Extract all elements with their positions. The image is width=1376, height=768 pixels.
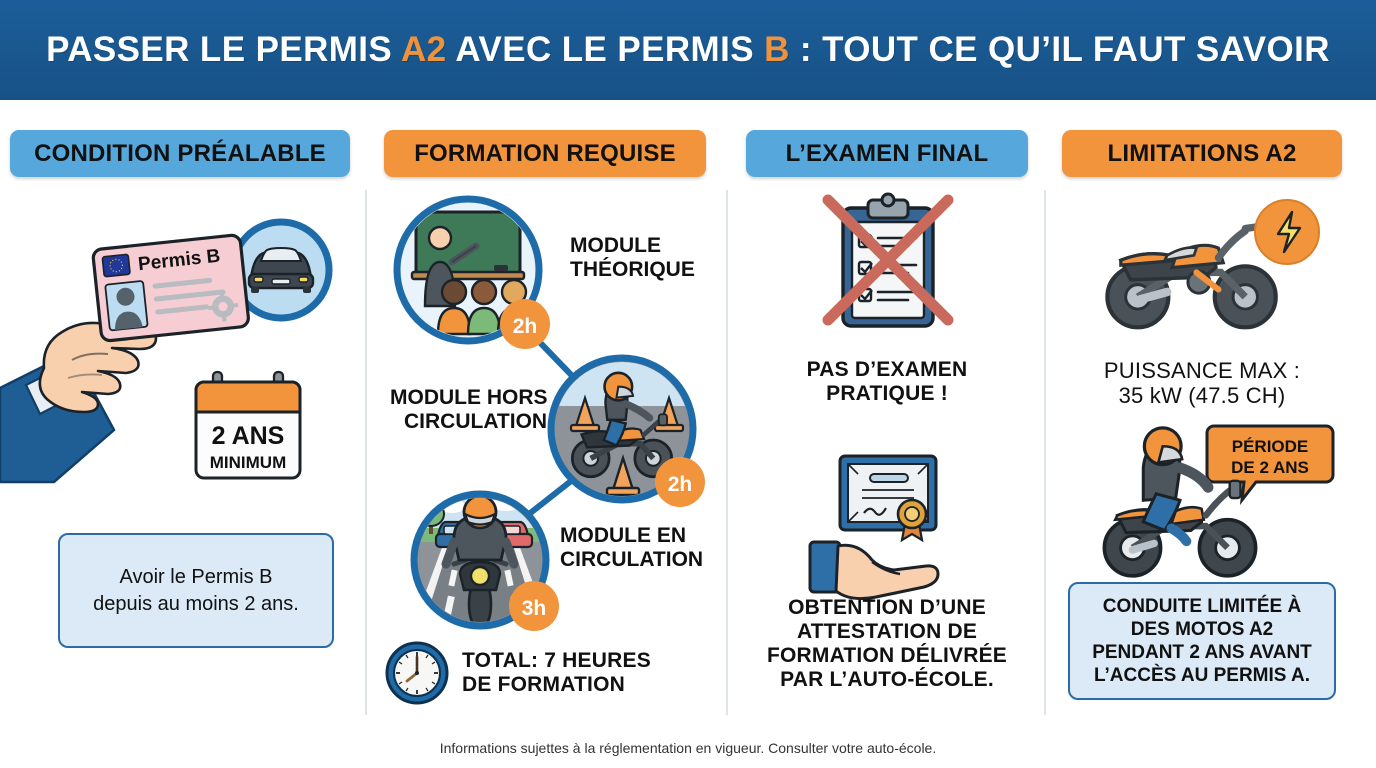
column-condition-prealable: CONDITION PRÉALABLE — [0, 130, 350, 730]
no-practical-exam-caption: PAS D’EXAMEN PRATIQUE ! — [746, 358, 1028, 406]
no-practical-exam-illustration — [746, 188, 1028, 348]
heading-examen-final: L’EXAMEN FINAL — [746, 130, 1028, 177]
rider-period-illustration: PÉRIODE DE 2 ANS — [1062, 420, 1342, 580]
limitations-note-line1: CONDUITE LIMITÉE À — [1102, 595, 1302, 617]
heading-condition-prealable: CONDITION PRÉALABLE — [10, 130, 350, 177]
badge-3h-en-circulation — [509, 581, 559, 631]
motorcycle-front-view — [441, 498, 519, 622]
title-segment-2: AVEC LE PERMIS — [446, 30, 765, 69]
condition-illustration: Permis B — [0, 192, 350, 484]
cross-out-icon — [822, 194, 954, 326]
module-hors-circulation-label-1: MODULE HORS — [390, 386, 548, 409]
column-limitations-a2: LIMITATIONS A2 — [1062, 130, 1342, 730]
badge-2h-hors-circulation — [655, 457, 705, 507]
column-divider-1 — [365, 190, 367, 715]
heading-limitations-a2: LIMITATIONS A2 — [1062, 130, 1342, 177]
examen-caption2-line1: OBTENTION D’UNE — [788, 596, 986, 619]
badge-3h-en-circulation-label: 3h — [522, 597, 547, 620]
page-header: PASSER LE PERMIS A2 AVEC LE PERMIS B : T… — [0, 0, 1376, 100]
card-gear-icon — [207, 291, 239, 322]
limitations-note-line4: L’ACCÈS AU PERMIS A. — [1093, 665, 1311, 687]
bubble-line1: PÉRIODE — [1232, 437, 1309, 456]
examen-caption1-line1: PAS D’EXAMEN — [806, 358, 968, 381]
condition-note-line2: depuis au moins 2 ans. — [93, 592, 299, 615]
page-title: PASSER LE PERMIS A2 AVEC LE PERMIS B : T… — [46, 30, 1330, 70]
formation-total-line1: TOTAL: 7 HEURES — [462, 648, 651, 672]
badge-2h-hors-circulation-label: 2h — [668, 473, 693, 496]
car-icon — [247, 246, 315, 293]
module-theorique-label-1: MODULE — [570, 234, 661, 257]
limitations-note-line3: PENDANT 2 ANS AVANT — [1092, 642, 1312, 663]
heading-formation-requise: FORMATION REQUISE — [384, 130, 706, 177]
examen-caption1-line2: PRATIQUE ! — [826, 382, 948, 406]
eu-flag-icon — [101, 253, 131, 278]
power-motorcycle-illustration — [1062, 188, 1342, 333]
seal-icon — [896, 498, 928, 543]
footer-disclaimer: Informations sujettes à la réglementatio… — [439, 740, 937, 756]
module-hors-circulation-label-2: CIRCULATION — [404, 410, 547, 433]
power-badge-icon — [1254, 199, 1320, 265]
examen-caption2-line2: ATTESTATION DE — [796, 620, 978, 644]
power-caption: PUISSANCE MAX : 35 kW (47.5 CH) — [1062, 358, 1342, 409]
power-line1: PUISSANCE MAX : — [1103, 358, 1301, 383]
examen-caption2-line3: FORMATION DÉLIVRÉE — [766, 644, 1008, 668]
permis-b-card: Permis B — [91, 233, 250, 343]
badge-2h-theorique-label: 2h — [513, 315, 538, 338]
module-en-circulation-label-2: CIRCULATION — [560, 548, 703, 571]
title-segment-1: PASSER LE PERMIS — [46, 30, 401, 69]
limitations-note-line2: DES MOTOS A2 — [1130, 618, 1274, 640]
certificate-illustration — [746, 450, 1028, 600]
condition-note-line1: Avoir le Permis B — [119, 565, 273, 588]
motorcycle-rider-side — [570, 371, 674, 479]
power-line2: 35 kW (47.5 CH) — [1118, 383, 1286, 409]
calendar-minimum: MINIMUM — [210, 453, 286, 472]
column-examen-final: L’EXAMEN FINAL — [746, 130, 1028, 730]
motorcycle-orange-icon — [1105, 222, 1278, 330]
bubble-line2: DE 2 ANS — [1231, 458, 1309, 477]
column-divider-3 — [1044, 190, 1046, 715]
formation-total-line2: DE FORMATION — [462, 673, 625, 696]
examen-caption2-line4: PAR L’AUTO-ÉCOLE. — [780, 668, 994, 692]
badge-2h-theorique — [500, 299, 550, 349]
limitations-note-box: CONDUITE LIMITÉE À DES MOTOS A2 PENDANT … — [1068, 582, 1336, 700]
title-accent-b: B — [764, 30, 790, 69]
headlight-icon — [469, 565, 491, 587]
clock-icon — [385, 641, 449, 705]
column-divider-2 — [726, 190, 728, 715]
column-formation-requise: FORMATION REQUISE — [384, 130, 706, 730]
speech-bubble-periode: PÉRIODE DE 2 ANS — [1205, 424, 1335, 506]
teacher-figure — [423, 225, 480, 308]
title-accent-a2: A2 — [401, 30, 447, 69]
condition-note-box: Avoir le Permis B depuis au moins 2 ans. — [58, 533, 334, 648]
calendar-icon: 2 ANS MINIMUM — [194, 370, 302, 480]
cone-icon-left — [569, 394, 601, 433]
module-theorique-label-2: THÉORIQUE — [570, 258, 695, 281]
calendar-years: 2 ANS — [212, 422, 285, 450]
certificate-icon — [838, 454, 938, 543]
certificate-caption: OBTENTION D’UNE ATTESTATION DE FORMATION… — [746, 596, 1028, 693]
title-segment-3: : TOUT CE QU’IL FAUT SAVOIR — [789, 30, 1330, 69]
formation-total: TOTAL: 7 HEURES DE FORMATION — [384, 638, 706, 708]
rider-motorcycle-icon — [1102, 426, 1258, 578]
open-hand-icon — [808, 540, 940, 600]
module-en-circulation-label-1: MODULE EN — [560, 524, 686, 547]
cone-icon-bottom — [605, 453, 641, 496]
formation-illustration: 2h MODULE THÉORIQUE — [384, 188, 706, 631]
